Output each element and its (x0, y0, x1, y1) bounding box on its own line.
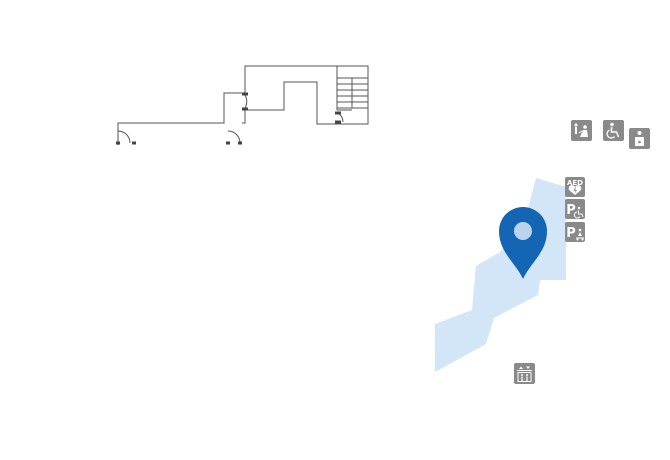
accessible-parking-icon[interactable]: P (565, 199, 585, 219)
corridor-walls (117, 65, 369, 145)
wheelchair-icon[interactable] (603, 120, 624, 141)
stairs (336, 66, 368, 111)
door-arc (117, 130, 131, 144)
svg-text:AED: AED (567, 179, 583, 187)
elevator-icon[interactable] (514, 363, 535, 384)
highlighted-area[interactable] (435, 178, 566, 372)
baby-care-icon[interactable] (571, 120, 592, 141)
svg-text:P: P (566, 203, 576, 218)
door-arc (244, 94, 248, 109)
floor-plan (116, 65, 369, 145)
family-parking-icon[interactable]: P (565, 222, 585, 242)
ostomate-icon[interactable] (629, 128, 650, 149)
aed-icon[interactable]: AED (565, 177, 585, 197)
door-arc (227, 130, 241, 144)
location-pin-icon[interactable] (499, 207, 547, 279)
svg-text:P: P (566, 226, 576, 241)
